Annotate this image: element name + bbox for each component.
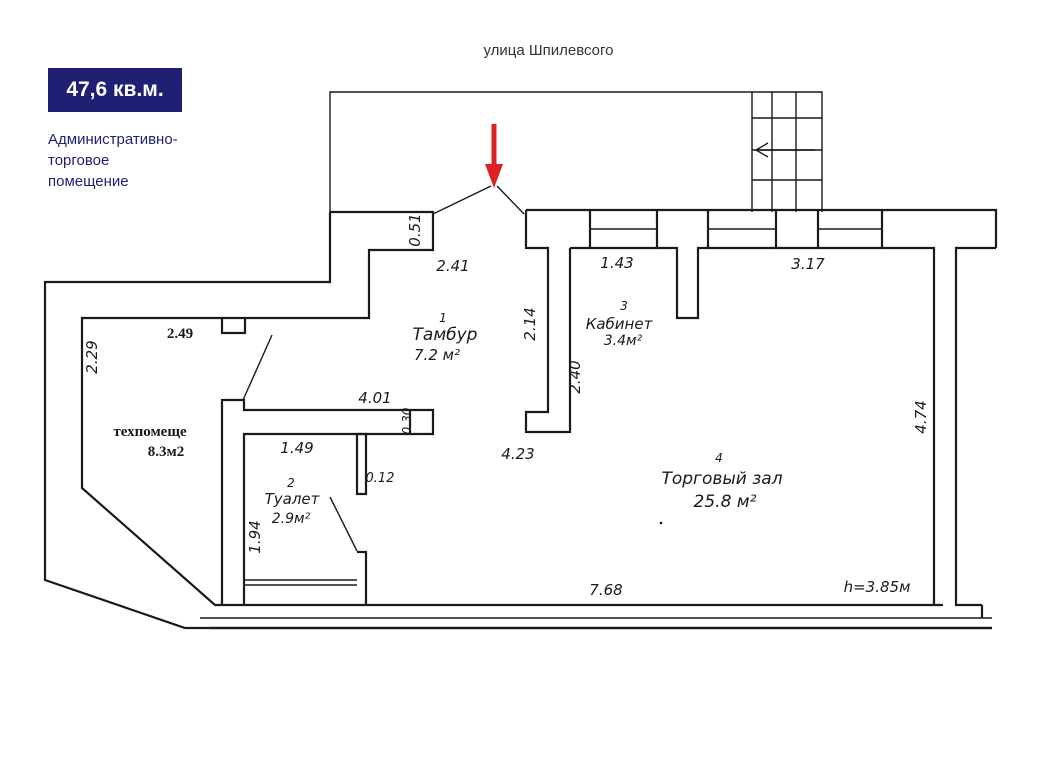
room-number: 2 [287,476,295,490]
area-badge: 47,6 кв.м. [48,68,182,112]
dimension-label: 4.23 [501,445,534,463]
street-label: улица Шпилевсого [483,42,614,59]
dimension-label: 2.29 [83,340,101,373]
room-number: 1 [439,311,447,325]
room-number: 4 [715,451,723,465]
dimension-label: 1.49 [280,439,313,457]
entrance-door [432,185,492,215]
entrance-door [496,185,525,215]
dimension-label: 0.30 [400,407,414,434]
dimension-label: 2.41 [436,257,469,275]
dimension-label: 0.12 [366,471,395,486]
porch-outline [329,91,823,212]
dimension-label: 4.74 [912,400,930,433]
room-name: Тамбур [413,325,478,345]
room-area: 25.8 м² [694,492,757,512]
dimension-label: 2.40 [566,360,584,393]
dimension-label: 0.51 [406,213,424,246]
dimension-label: 7.68 [589,581,622,599]
room-area: 3.4м² [604,333,643,349]
plan-mark [659,521,663,525]
dimension-label: 2.49 [167,326,193,342]
property-description: Административно- торговое помещение [48,129,218,192]
description-line: Административно- [48,131,178,148]
room-name: Туалет [265,490,321,508]
room-area: 8.3м2 [148,444,184,460]
dimension-label: 2.14 [521,307,539,340]
room-area: 7.2 м² [414,346,460,364]
outer-walls [43,208,998,630]
entrance-arrow-icon [485,124,503,188]
room-name: Торговый зал [661,469,782,489]
room-number: 3 [620,299,628,313]
dimension-label: 4.01 [358,389,391,407]
description-line: торговое [48,152,110,169]
dimension-label: 3.17 [791,255,825,273]
dimension-label: 1.43 [600,254,633,272]
ceiling-height: h=3.85м [844,578,911,596]
dimension-label: 1.94 [246,520,264,553]
room-area: 2.9м² [272,511,311,527]
room-name: Кабинет [586,315,654,333]
interior-walls [220,318,435,605]
description-line: помещение [48,173,129,190]
room-name: техпомеще [113,424,187,440]
